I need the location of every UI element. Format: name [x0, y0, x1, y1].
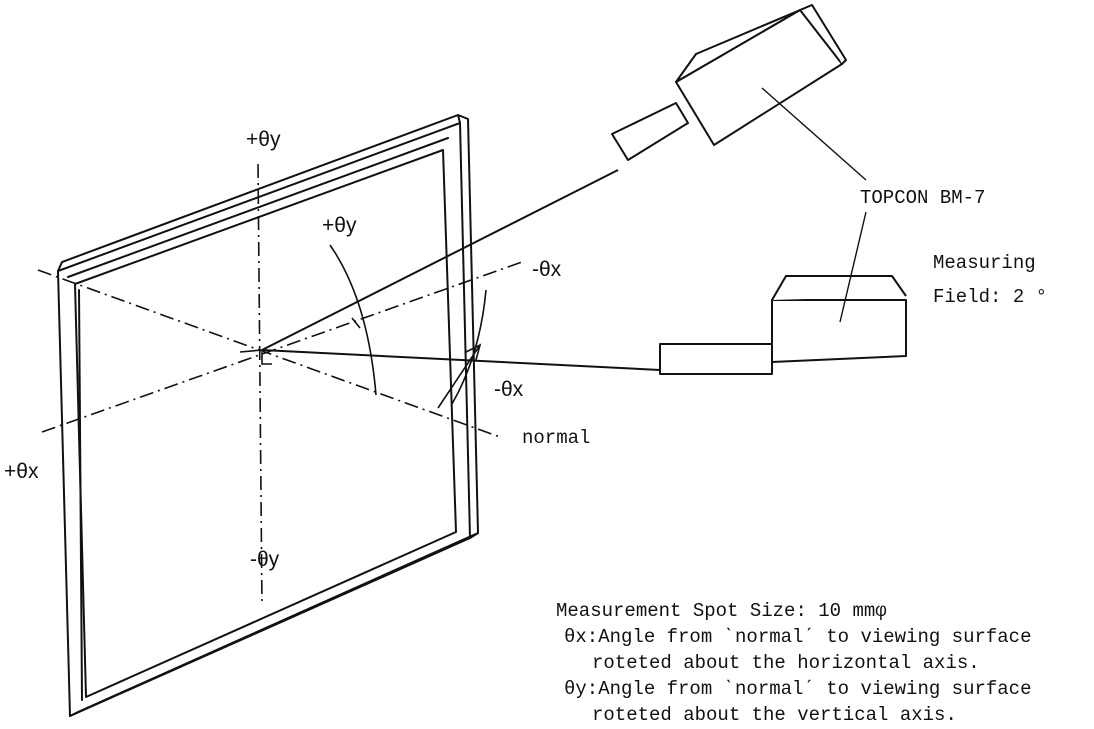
- note-theta-y-definition-cont: roteted about the vertical axis.: [592, 704, 957, 726]
- label-instrument: TOPCON BM-7: [860, 187, 985, 209]
- origin-mark: [239, 349, 263, 353]
- note-theta-x-definition: θx:Angle from ˋnormalˊ to viewing surfac…: [564, 626, 1032, 648]
- label-plus-theta-x: +θx: [4, 460, 39, 483]
- label-minus-theta-x-top: -θx: [532, 258, 562, 281]
- panel-screen: [74, 149, 457, 698]
- note-theta-y-definition: θy:Angle from ˋnormalˊ to viewing surfac…: [564, 678, 1032, 700]
- note-spot-size: Measurement Spot Size: 10 mmφ: [556, 600, 887, 622]
- lower-body-top: [771, 275, 907, 301]
- measurement-notes: Measurement Spot Size: 10 mmφ θx:Angle f…: [556, 598, 1094, 728]
- normal-indicator: [437, 344, 481, 409]
- theta-y-arc: [329, 244, 377, 396]
- upper-lens-barrel: [611, 102, 689, 161]
- leader-upper: [761, 87, 867, 181]
- oblique-ray: [261, 169, 619, 351]
- label-minus-theta-y: -θy: [250, 548, 280, 571]
- lower-body-front: [771, 299, 907, 363]
- vertical-axis: [257, 163, 263, 606]
- panel-front-outer: [57, 122, 471, 717]
- label-normal: normal: [522, 427, 590, 449]
- measuring-line-1: Measuring: [933, 252, 1036, 274]
- measuring-field-label: Measuring Field: 2 °: [933, 246, 1047, 314]
- upper-body-edge: [811, 4, 847, 65]
- panel-screen-ledge: [67, 137, 449, 701]
- label-plus-theta-y-top: +θy: [246, 128, 281, 151]
- panel-bevel: [57, 114, 479, 717]
- theta-x-arc: [451, 289, 487, 405]
- normal-arrowhead: [465, 343, 482, 361]
- leader-lower: [839, 211, 867, 323]
- lower-lens-barrel: [659, 343, 773, 375]
- note-theta-x-definition-cont: roteted about the horizontal axis.: [592, 652, 980, 674]
- measuring-line-2: Field: 2 °: [933, 286, 1048, 308]
- label-plus-theta-y-inner: +θy: [322, 214, 357, 237]
- luminance-meter-lower: [659, 275, 907, 375]
- label-minus-theta-x-right: -θx: [494, 378, 524, 401]
- horizontal-axis: [41, 261, 523, 433]
- arc-tick: [351, 317, 361, 329]
- luminance-meter-upper: [611, 4, 847, 161]
- right-angle-mark: [261, 352, 272, 365]
- diagonal-axis-a: [37, 269, 501, 438]
- horizontal-ray: [261, 349, 661, 371]
